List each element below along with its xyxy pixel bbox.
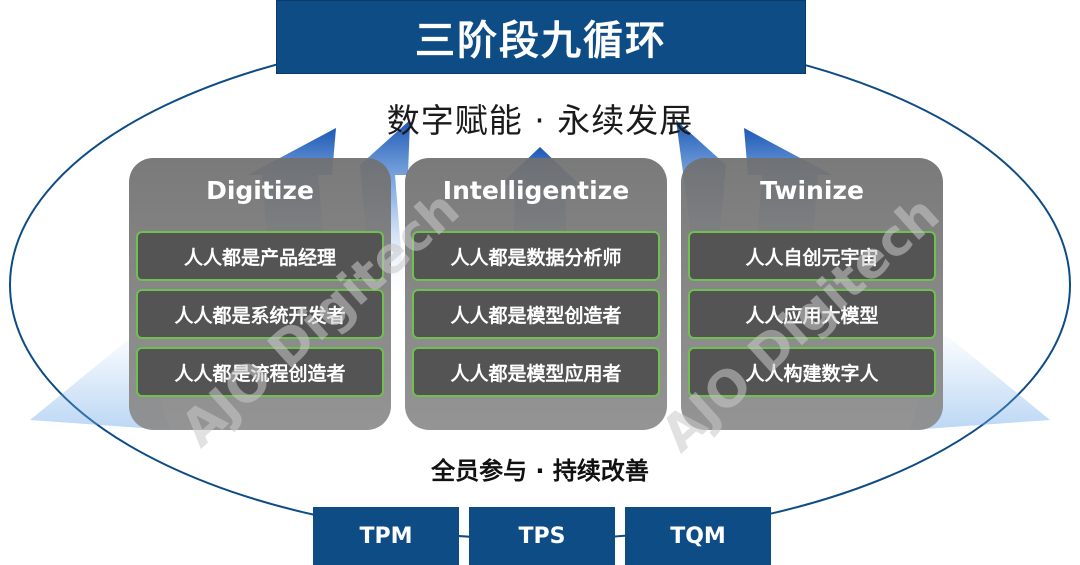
foundation-tps: TPS	[469, 507, 615, 565]
stage-title: Intelligentize	[442, 176, 630, 205]
stage-panel-twinize: Twinize 人人自创元宇宙 人人应用大模型 人人构建数字人	[681, 158, 943, 430]
stage-item: 人人都是流程创造者	[136, 347, 384, 397]
foundation-tqm: TQM	[625, 507, 771, 565]
stage-item: 人人自创元宇宙	[688, 231, 936, 281]
stage-panel-intelligentize: Intelligentize 人人都是数据分析师 人人都是模型创造者 人人都是模…	[405, 158, 667, 430]
stage-item: 人人应用大模型	[688, 289, 936, 339]
main-title: 三阶段九循环	[415, 18, 667, 64]
stage-title: Twinize	[760, 176, 864, 205]
stage-item: 人人都是模型应用者	[412, 347, 660, 397]
glow-right	[910, 330, 1050, 430]
stage-title: Digitize	[206, 176, 314, 205]
stage-item: 人人都是数据分析师	[412, 231, 660, 281]
stage-item: 人人都是模型创造者	[412, 289, 660, 339]
stage-item: 人人构建数字人	[688, 347, 936, 397]
stage-item: 人人都是产品经理	[136, 231, 384, 281]
title-banner: 三阶段九循环	[276, 0, 806, 74]
stage-panel-digitize: Digitize 人人都是产品经理 人人都是系统开发者 人人都是流程创造者	[129, 158, 391, 430]
foundation-tpm: TPM	[313, 507, 459, 565]
subtitle: 数字赋能 · 永续发展	[386, 101, 694, 140]
stage-item: 人人都是系统开发者	[136, 289, 384, 339]
bottom-slogan: 全员参与 · 持续改善	[431, 457, 649, 485]
